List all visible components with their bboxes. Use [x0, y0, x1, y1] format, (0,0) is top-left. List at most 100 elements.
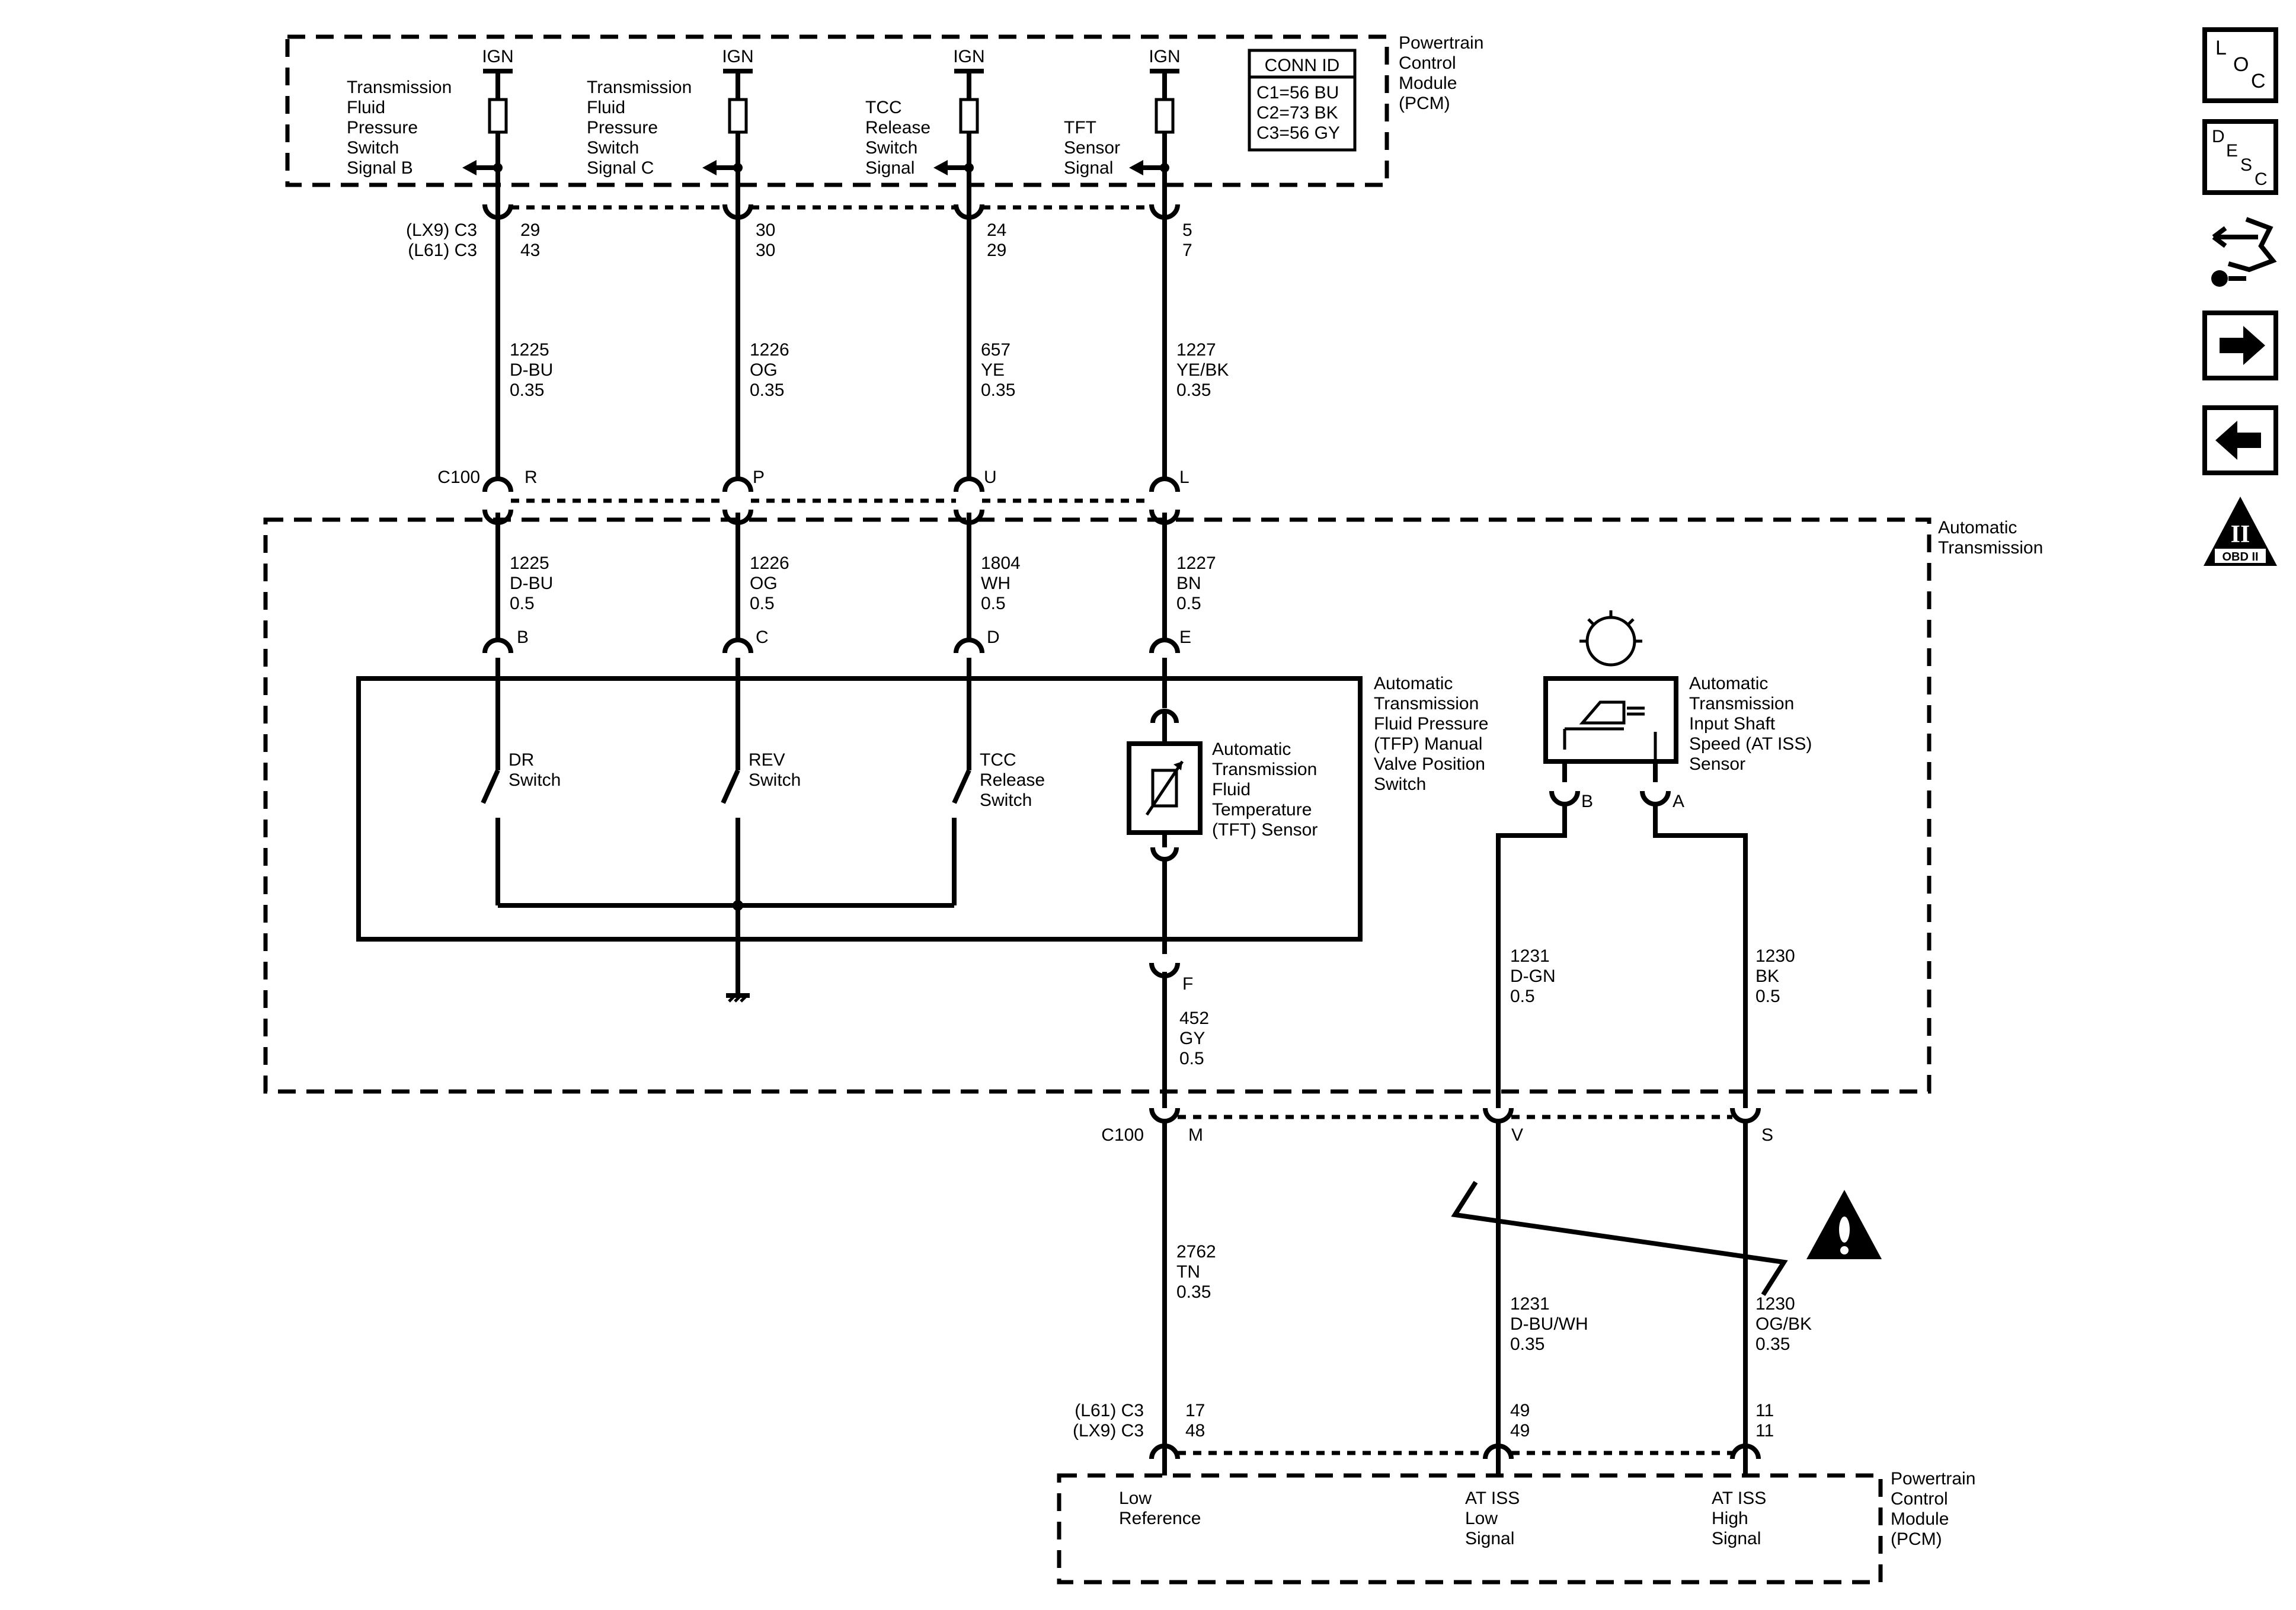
svg-text:V: V — [1511, 1125, 1523, 1145]
svg-text:0.35: 0.35 — [750, 380, 784, 400]
lower-wire-labels: 2762 TN 0.35 1231 D-BU/WH 0.35 1230 OG/B… — [1176, 1242, 1812, 1354]
svg-text:AT ISS: AT ISS — [1712, 1489, 1766, 1508]
svg-text:Control: Control — [1399, 53, 1456, 73]
svg-text:S: S — [1761, 1125, 1773, 1145]
schematic-swap-icon[interactable] — [2211, 217, 2277, 287]
svg-text:Fluid: Fluid — [347, 98, 385, 117]
svg-text:Signal: Signal — [865, 158, 914, 178]
svg-text:II: II — [2231, 521, 2250, 548]
svg-text:Automatic: Automatic — [1689, 674, 1768, 693]
svg-text:Temperature: Temperature — [1212, 800, 1312, 820]
svg-text:IGN: IGN — [1149, 47, 1180, 66]
svg-text:Module: Module — [1399, 73, 1457, 93]
svg-text:0.5: 0.5 — [1755, 987, 1780, 1006]
svg-text:29: 29 — [520, 220, 540, 240]
svg-text:1225: 1225 — [510, 553, 549, 573]
svg-text:Switch: Switch — [587, 138, 639, 158]
svg-text:Signal: Signal — [1465, 1529, 1514, 1548]
svg-text:C: C — [756, 628, 769, 647]
svg-text:1225: 1225 — [510, 340, 549, 360]
svg-text:U: U — [984, 468, 997, 487]
svg-text:Transmission: Transmission — [1689, 694, 1794, 713]
warning-icon — [1806, 1190, 1882, 1259]
svg-text:0.5: 0.5 — [1510, 987, 1535, 1006]
svg-text:Powertrain: Powertrain — [1399, 33, 1483, 53]
transmission-box — [263, 517, 1932, 1094]
svg-text:BK: BK — [1755, 966, 1779, 986]
obd-ii-icon[interactable]: II OBD II — [2204, 497, 2277, 566]
svg-text:OG: OG — [750, 574, 778, 593]
svg-text:L: L — [1179, 468, 1189, 487]
svg-text:Transmission: Transmission — [347, 78, 452, 97]
pcm-top-connector: (LX9) C3 (L61) C3 29 43 30 30 24 29 5 7 — [406, 204, 1192, 260]
svg-text:0.5: 0.5 — [1179, 1049, 1204, 1068]
loc-button[interactable]: L O C — [2202, 27, 2278, 103]
ign-circuit-4: IGN — [1129, 47, 1181, 216]
svg-text:C3=56 GY: C3=56 GY — [1256, 123, 1340, 143]
c100-top-connector: C100 R P U L — [437, 468, 1189, 525]
svg-text:1227: 1227 — [1176, 340, 1216, 360]
svg-text:Powertrain: Powertrain — [1891, 1469, 1975, 1489]
svg-text:452: 452 — [1179, 1009, 1209, 1028]
svg-text:0.35: 0.35 — [981, 380, 1015, 400]
svg-text:Switch: Switch — [865, 138, 917, 158]
svg-text:C2=73 BK: C2=73 BK — [1256, 103, 1338, 123]
svg-text:(LX9) C3: (LX9) C3 — [406, 220, 477, 240]
svg-text:1804: 1804 — [981, 553, 1021, 573]
svg-text:Low: Low — [1465, 1509, 1498, 1528]
svg-text:Signal B: Signal B — [347, 158, 413, 178]
conn-id-table: CONN ID C1=56 BU C2=73 BK C3=56 GY — [1248, 49, 1357, 152]
svg-text:BN: BN — [1176, 574, 1201, 593]
svg-text:(L61) C3: (L61) C3 — [1075, 1401, 1144, 1420]
lower-wire-runs — [1162, 1123, 1748, 1446]
ign-circuit-1: IGN — [462, 47, 514, 216]
iss-pins: B A 1231 D-GN 0.5 1230 BK 0.5 — [1496, 761, 1795, 1108]
next-arrow-icon[interactable] — [2202, 311, 2278, 380]
desc-button[interactable]: D E S C — [2202, 119, 2278, 195]
svg-text:Pressure: Pressure — [347, 118, 418, 137]
svg-text:Automatic: Automatic — [1374, 674, 1453, 693]
pcm-bottom-name: Powertrain Control Module (PCM) — [1891, 1469, 1975, 1549]
svg-text:L: L — [2215, 37, 2227, 59]
svg-text:Switch: Switch — [980, 790, 1032, 810]
tft-sensor: Automatic Transmission Fluid Temperature… — [1127, 658, 1318, 954]
svg-text:0.35: 0.35 — [510, 380, 544, 400]
pcm-bottom-box — [1057, 1473, 1883, 1585]
svg-text:Switch: Switch — [1374, 774, 1426, 794]
upper-wire-runs — [495, 216, 1167, 480]
svg-text:0.35: 0.35 — [1176, 380, 1211, 400]
svg-text:30: 30 — [756, 220, 775, 240]
rev-switch: REV Switch — [721, 658, 801, 905]
svg-text:0.35: 0.35 — [1755, 1334, 1790, 1354]
tfp-switch-box — [356, 676, 1363, 942]
svg-text:(PCM): (PCM) — [1399, 94, 1450, 113]
svg-text:0.35: 0.35 — [1176, 1282, 1211, 1302]
svg-text:DR: DR — [509, 750, 534, 770]
svg-text:Low: Low — [1119, 1489, 1152, 1508]
svg-text:Transmission: Transmission — [587, 78, 692, 97]
svg-text:D: D — [987, 628, 1000, 647]
svg-text:(TFP) Manual: (TFP) Manual — [1374, 734, 1482, 754]
svg-text:A: A — [1673, 792, 1684, 811]
svg-text:TCC: TCC — [865, 98, 902, 117]
svg-text:S: S — [2240, 155, 2252, 175]
svg-text:REV: REV — [749, 750, 785, 770]
svg-text:Switch: Switch — [749, 770, 801, 790]
svg-text:D-BU/WH: D-BU/WH — [1510, 1314, 1588, 1334]
ign-circuit-2: IGN — [702, 47, 754, 216]
svg-text:1230: 1230 — [1755, 946, 1795, 966]
svg-text:Fluid: Fluid — [587, 98, 625, 117]
previous-arrow-icon[interactable] — [2202, 405, 2278, 475]
ign-circuit-3: IGN — [933, 47, 985, 216]
transmission-wire-runs — [495, 513, 1167, 640]
svg-text:C: C — [2251, 70, 2266, 92]
switch-ground — [498, 900, 954, 1003]
svg-text:Input Shaft: Input Shaft — [1689, 714, 1776, 734]
svg-text:Sensor: Sensor — [1689, 754, 1745, 774]
tft-pin-f: F 452 GY 0.5 — [1149, 962, 1209, 1108]
svg-text:0.5: 0.5 — [750, 594, 775, 613]
svg-text:Automatic: Automatic — [1938, 518, 2017, 537]
svg-text:30: 30 — [756, 241, 775, 260]
pcm-top-box — [285, 34, 1389, 187]
svg-text:Release: Release — [865, 118, 930, 137]
